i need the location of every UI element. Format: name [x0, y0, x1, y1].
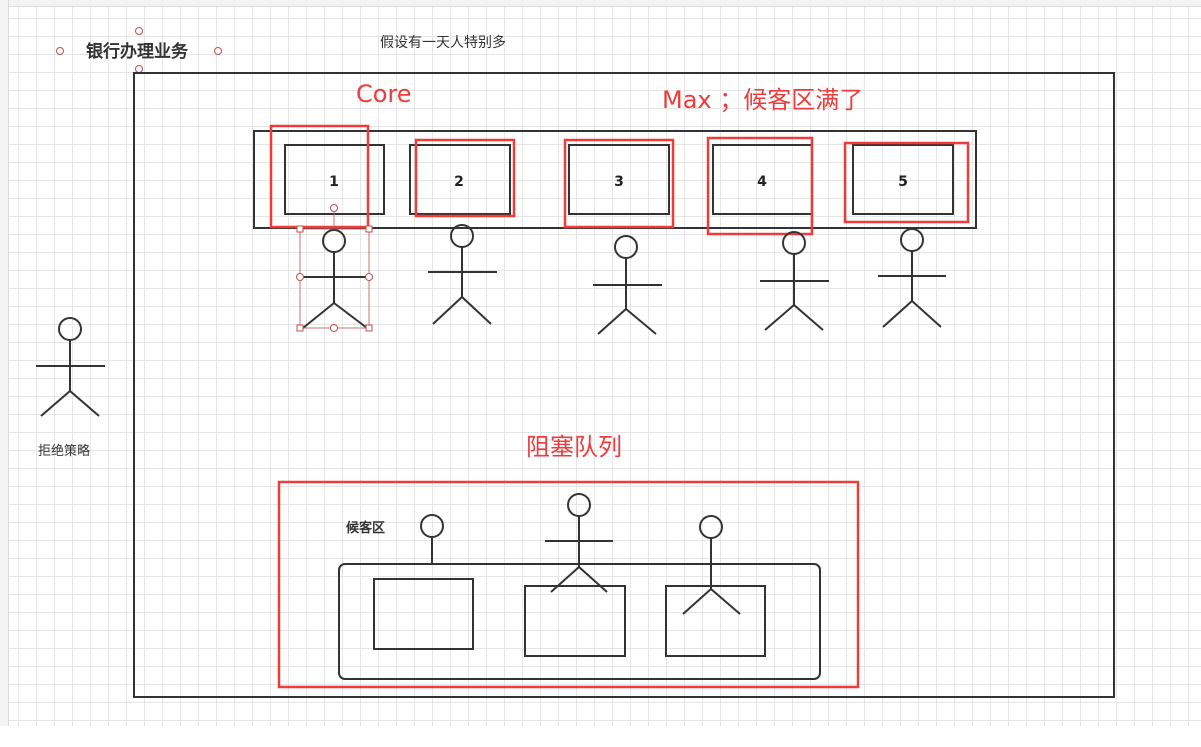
person-icon-5[interactable] — [878, 228, 946, 328]
core-highlight-1[interactable] — [269, 124, 370, 229]
seat-box[interactable] — [665, 585, 766, 657]
window-number: 4 — [757, 174, 767, 190]
window-number: 2 — [454, 174, 464, 190]
waiting-seat-3[interactable] — [665, 585, 766, 657]
highlight-3[interactable] — [563, 138, 675, 229]
window-number: 3 — [614, 174, 624, 190]
window-4[interactable]: 4 — [712, 144, 813, 215]
queue-label[interactable]: 阻塞队列 — [526, 433, 622, 461]
waiting-person-icon-2[interactable] — [545, 493, 613, 593]
max-label[interactable]: Max ；候客区满了 — [662, 86, 863, 114]
selection-frame[interactable] — [296, 204, 373, 332]
window-5[interactable]: 5 — [852, 144, 954, 215]
resize-handle[interactable] — [365, 273, 373, 281]
person-icon-4[interactable] — [760, 231, 829, 331]
window-3[interactable]: 3 — [568, 144, 670, 215]
window-number: 1 — [329, 174, 339, 190]
note-text[interactable]: 假设有一天人特别多 — [380, 34, 506, 51]
resize-handle[interactable] — [296, 225, 304, 233]
highlight-2[interactable] — [414, 138, 516, 218]
rejected-person-icon[interactable] — [36, 317, 105, 417]
resize-handle[interactable] — [296, 324, 304, 332]
page-title: 银行办理业务 — [86, 41, 189, 62]
highlight-4[interactable] — [706, 136, 814, 236]
window-box[interactable] — [284, 144, 385, 215]
window-number: 5 — [898, 174, 908, 190]
bottom-area — [0, 726, 1201, 747]
person-icon-3[interactable] — [593, 235, 662, 335]
window-box[interactable] — [568, 144, 670, 215]
left-ruler — [0, 0, 9, 747]
highlight-5[interactable] — [843, 141, 970, 224]
rotate-handle[interactable] — [330, 204, 338, 212]
bank-boundary[interactable] — [133, 72, 1115, 698]
window-2[interactable]: 2 — [409, 144, 511, 215]
waiting-seat-1[interactable] — [373, 578, 474, 650]
title-node[interactable]: 银行办理业务 — [56, 27, 222, 73]
window-box[interactable] — [852, 144, 954, 215]
handle-top[interactable] — [135, 27, 143, 35]
resize-handle[interactable] — [330, 324, 338, 332]
seat-box[interactable] — [373, 578, 474, 650]
resize-handle[interactable] — [365, 225, 373, 233]
resize-handle[interactable] — [365, 324, 373, 332]
queue-highlight[interactable] — [277, 480, 860, 689]
window-1[interactable]: 1 — [284, 144, 385, 215]
reject-policy-label[interactable]: 拒绝策略 — [38, 443, 90, 459]
core-label[interactable]: Core — [356, 80, 412, 108]
person-icon-1[interactable] — [300, 229, 369, 329]
handle-bottom[interactable] — [135, 65, 143, 73]
window-box[interactable] — [409, 144, 511, 215]
person-icon-2[interactable] — [428, 224, 497, 325]
waiting-area-container[interactable] — [338, 563, 821, 680]
waiting-seat-2[interactable] — [524, 585, 626, 657]
waiting-person-icon-1[interactable] — [420, 514, 444, 564]
waiting-person-icon-3[interactable] — [682, 515, 741, 615]
handle-right[interactable] — [214, 47, 222, 55]
handle-left[interactable] — [56, 47, 64, 55]
waiting-area-label[interactable]: 候客区 — [346, 520, 385, 536]
seat-box[interactable] — [524, 585, 626, 657]
resize-handle[interactable] — [296, 273, 304, 281]
top-ruler — [0, 0, 1201, 7]
